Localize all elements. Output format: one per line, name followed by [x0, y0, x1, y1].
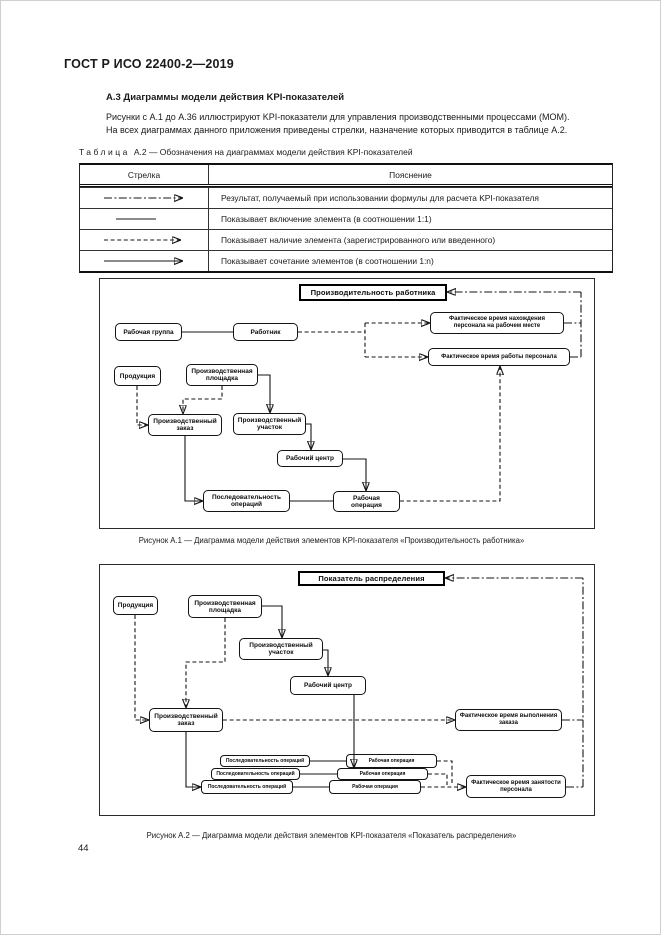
document-header: ГОСТ Р ИСО 22400-2—2019	[64, 57, 234, 71]
figure-a1-diagram: Производительность работника Рабочая гру…	[99, 278, 595, 529]
legend-col-arrow-header: Стрелка	[80, 165, 209, 184]
page-number: 44	[78, 843, 89, 854]
paragraph-line-1: Рисунки с А.1 до А.36 иллюстрируют KPI-п…	[106, 112, 570, 122]
fig2-kpi-title-box: Показатель распределения	[298, 571, 445, 586]
fig2-sequence-box-2: Последовательность операций	[211, 768, 300, 780]
fig2-sequence-box-1: Последовательность операций	[220, 755, 310, 767]
legend-row-text: Показывает наличие элемента (зарегистрир…	[221, 235, 496, 245]
solid-arrow-icon	[104, 255, 194, 267]
legend-row: Показывает наличие элемента (зарегистрир…	[80, 229, 612, 250]
section-paragraph: Рисунки с А.1 до А.36 иллюстрируют KPI-п…	[106, 111, 614, 137]
fig1-operation-box: Рабочая операция	[333, 491, 400, 512]
fig1-site-box: Производственная площадка	[186, 364, 258, 386]
dash-dot-arrow-icon	[104, 192, 194, 204]
fig1-work-time-box: Фактическое время работы персонала	[428, 348, 570, 366]
figure-a1-caption: Рисунок А.1 — Диаграмма модели действия …	[138, 536, 525, 545]
solid-line-icon	[116, 218, 156, 220]
fig1-kpi-title-box: Производительность работника	[299, 284, 447, 301]
fig2-operation-box-1: Рабочая операция	[346, 754, 437, 768]
fig2-operation-box-2: Рабочая операция	[337, 768, 428, 780]
paragraph-line-2: На всех диаграммах данного приложения пр…	[106, 125, 568, 136]
fig2-busy-time-box: Фактическое время занятости персонала	[466, 775, 566, 798]
fig1-sequence-box: Последовательность операций	[203, 490, 290, 512]
dashed-arrow-icon	[104, 234, 194, 246]
table-label-rest: А.2 — Обозначения на диаграммах модели д…	[133, 147, 413, 157]
figure-a2-caption: Рисунок А.2 — Диаграмма модели действия …	[146, 831, 517, 840]
fig1-order-box: Производственный заказ	[148, 414, 222, 436]
legend-row: Показывает сочетание элементов (в соотно…	[80, 250, 612, 271]
figure-a2-diagram: Показатель распределения Продукция Произ…	[99, 564, 595, 816]
legend-row: Результат, получаемый при использовании …	[80, 187, 612, 208]
fig2-site-box: Производственная площадка	[188, 595, 262, 618]
legend-row-text: Показывает сочетание элементов (в соотно…	[221, 256, 434, 266]
legend-row-text: Результат, получаемый при использовании …	[221, 193, 539, 203]
fig2-sequence-box-3: Последовательность операций	[201, 780, 293, 794]
section-heading: А.3 Диаграммы модели действия KPI-показа…	[106, 92, 345, 103]
fig2-order-box: Производственный заказ	[149, 708, 223, 732]
legend-table: Стрелка Пояснение Результат, получаемый …	[79, 163, 613, 273]
legend-header-row: Стрелка Пояснение	[80, 165, 612, 187]
fig2-work-center-box: Рабочий центр	[290, 676, 366, 695]
fig1-product-box: Продукция	[114, 366, 161, 386]
legend-row: Показывает включение элемента (в соотнош…	[80, 208, 612, 229]
table-label-word: Таблица	[79, 147, 130, 157]
fig2-order-execution-time-box: Фактическое время выполнения заказа	[455, 709, 562, 731]
fig2-operation-box-3: Рабочая операция	[329, 780, 421, 794]
fig1-worker-box: Работник	[233, 323, 298, 341]
fig1-work-center-box: Рабочий центр	[277, 450, 343, 467]
fig2-product-box: Продукция	[113, 596, 158, 615]
fig1-area-box: Производственный участок	[233, 413, 306, 435]
legend-col-meaning-header: Пояснение	[389, 169, 432, 180]
fig1-work-group-box: Рабочая группа	[115, 323, 182, 341]
legend-row-text: Показывает включение элемента (в соотнош…	[221, 214, 432, 224]
fig2-area-box: Производственный участок	[239, 638, 323, 660]
fig1-attendance-time-box: Фактическое время нахождения персонала н…	[430, 312, 564, 334]
